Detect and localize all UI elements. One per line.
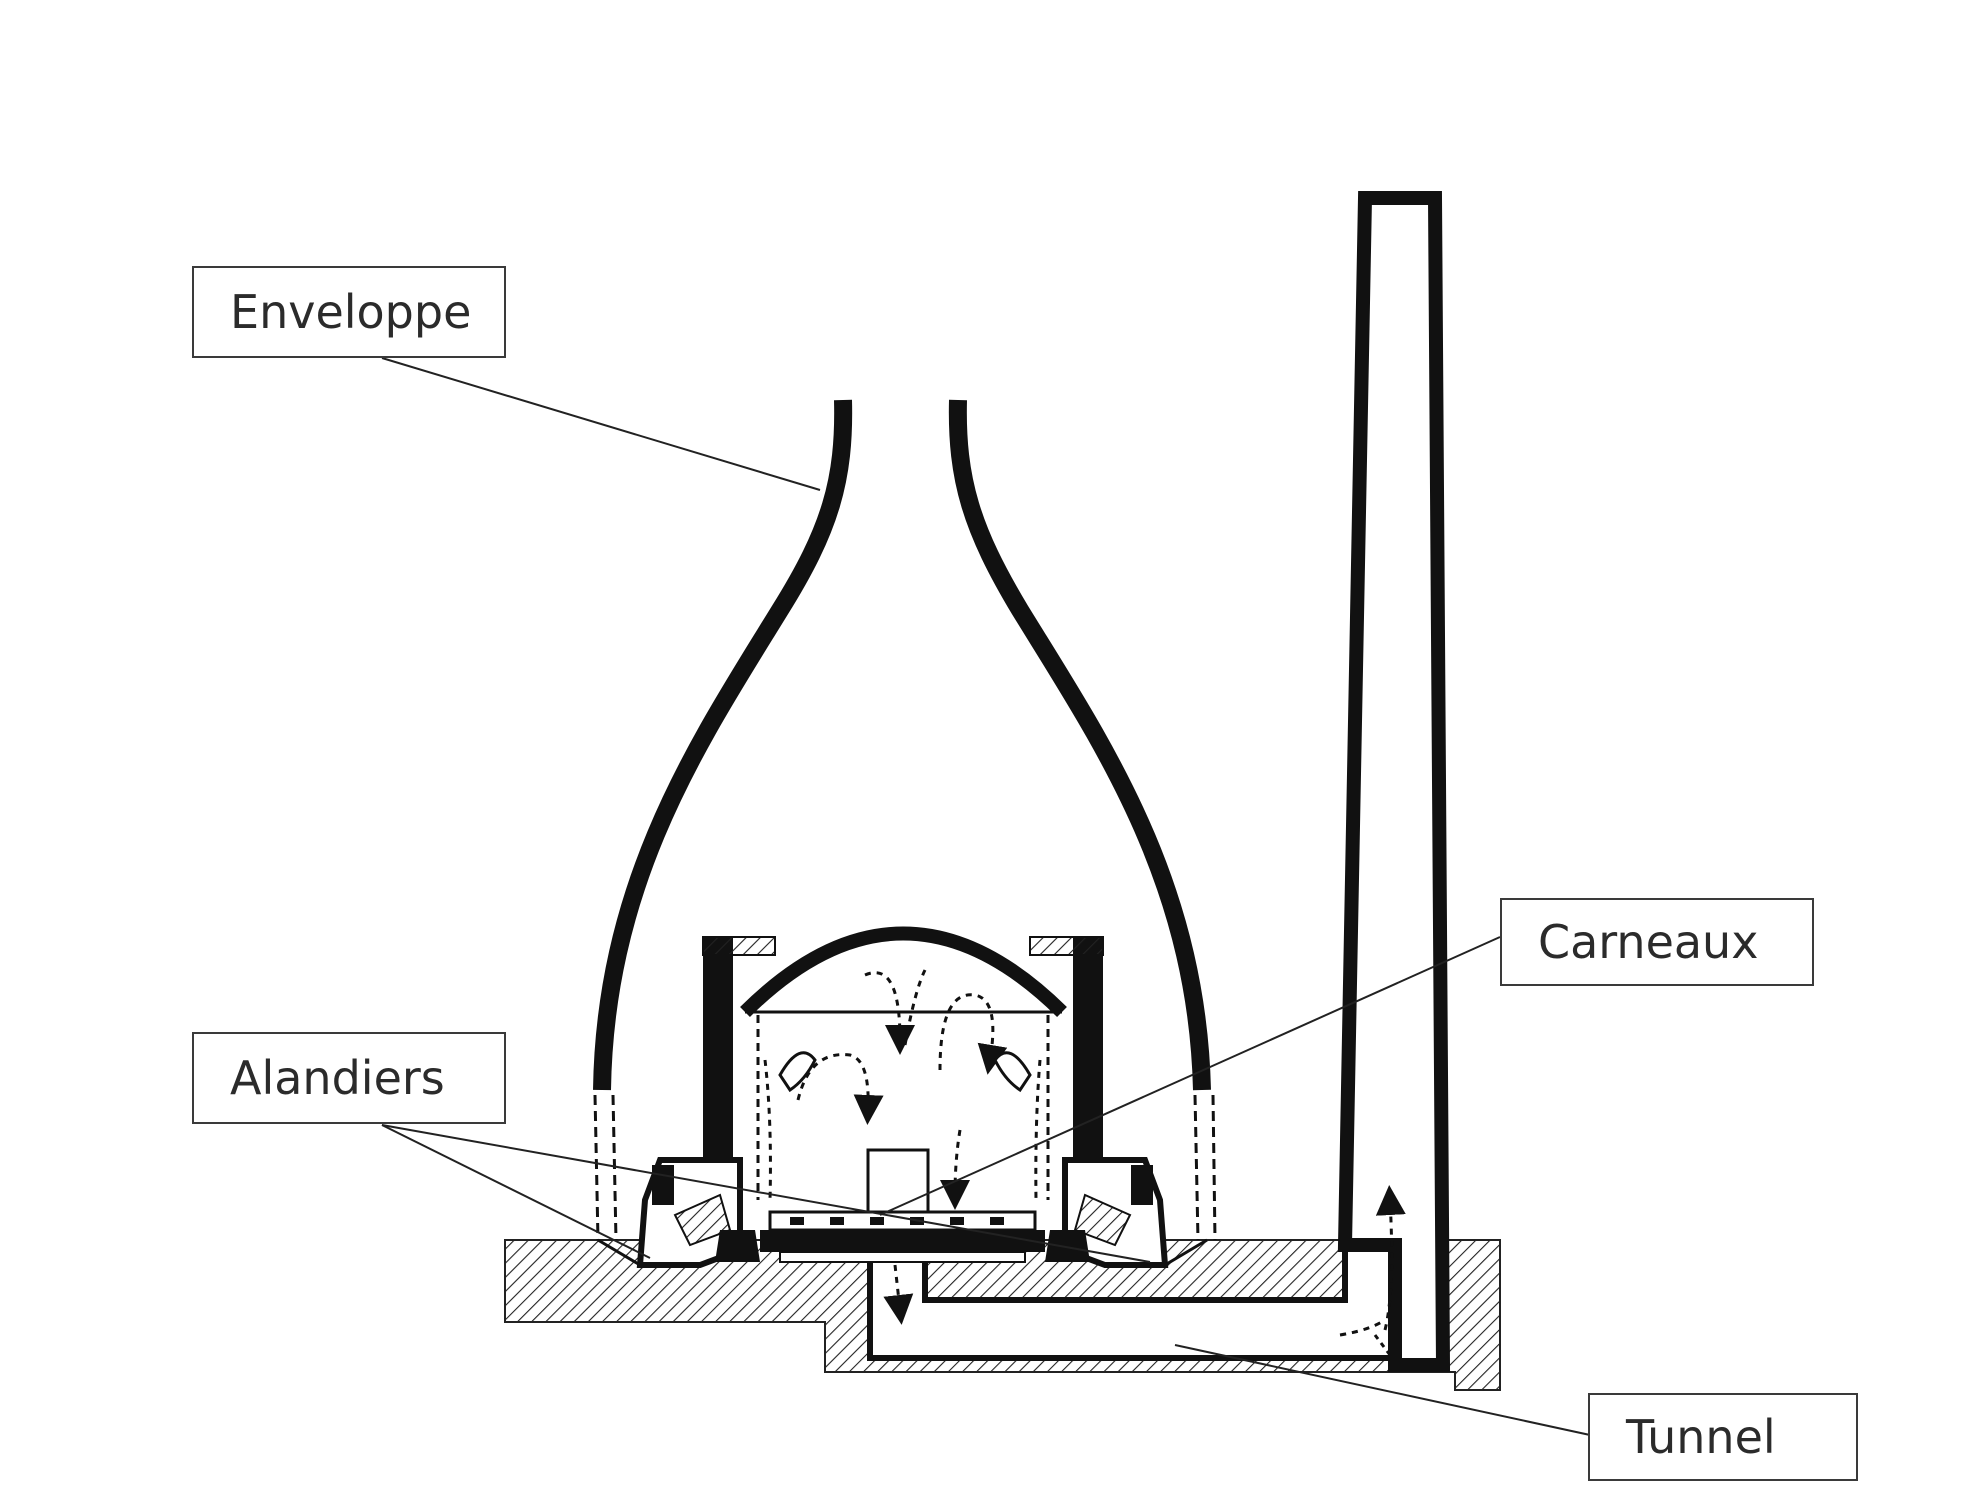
leader-alandiers-2: [381, 1124, 1151, 1263]
leader-enveloppe: [381, 357, 821, 491]
label-enveloppe: Enveloppe: [192, 266, 506, 358]
chimney: [1337, 191, 1451, 1372]
label-alandiers-text: Alandiers: [230, 1051, 445, 1105]
leader-alandiers-1: [381, 1124, 651, 1259]
leader-lines: [381, 357, 1591, 1436]
leader-carneaux-1: [879, 936, 1501, 1216]
label-tunnel-text: Tunnel: [1626, 1410, 1776, 1464]
flow-arrows: [763, 969, 1042, 1325]
flame-shapes: [778, 1051, 1032, 1093]
label-tunnel: Tunnel: [1588, 1393, 1858, 1481]
label-alandiers: Alandiers: [192, 1032, 506, 1124]
label-carneaux: Carneaux: [1500, 898, 1814, 986]
inner-kiln-chamber: [702, 926, 1104, 1263]
label-enveloppe-text: Enveloppe: [230, 285, 472, 339]
leader-tunnel: [1174, 1344, 1591, 1436]
label-carneaux-text: Carneaux: [1538, 915, 1759, 969]
enveloppe-wall: [593, 399, 1217, 1241]
alandiers-fireboxes: [597, 1157, 1208, 1268]
